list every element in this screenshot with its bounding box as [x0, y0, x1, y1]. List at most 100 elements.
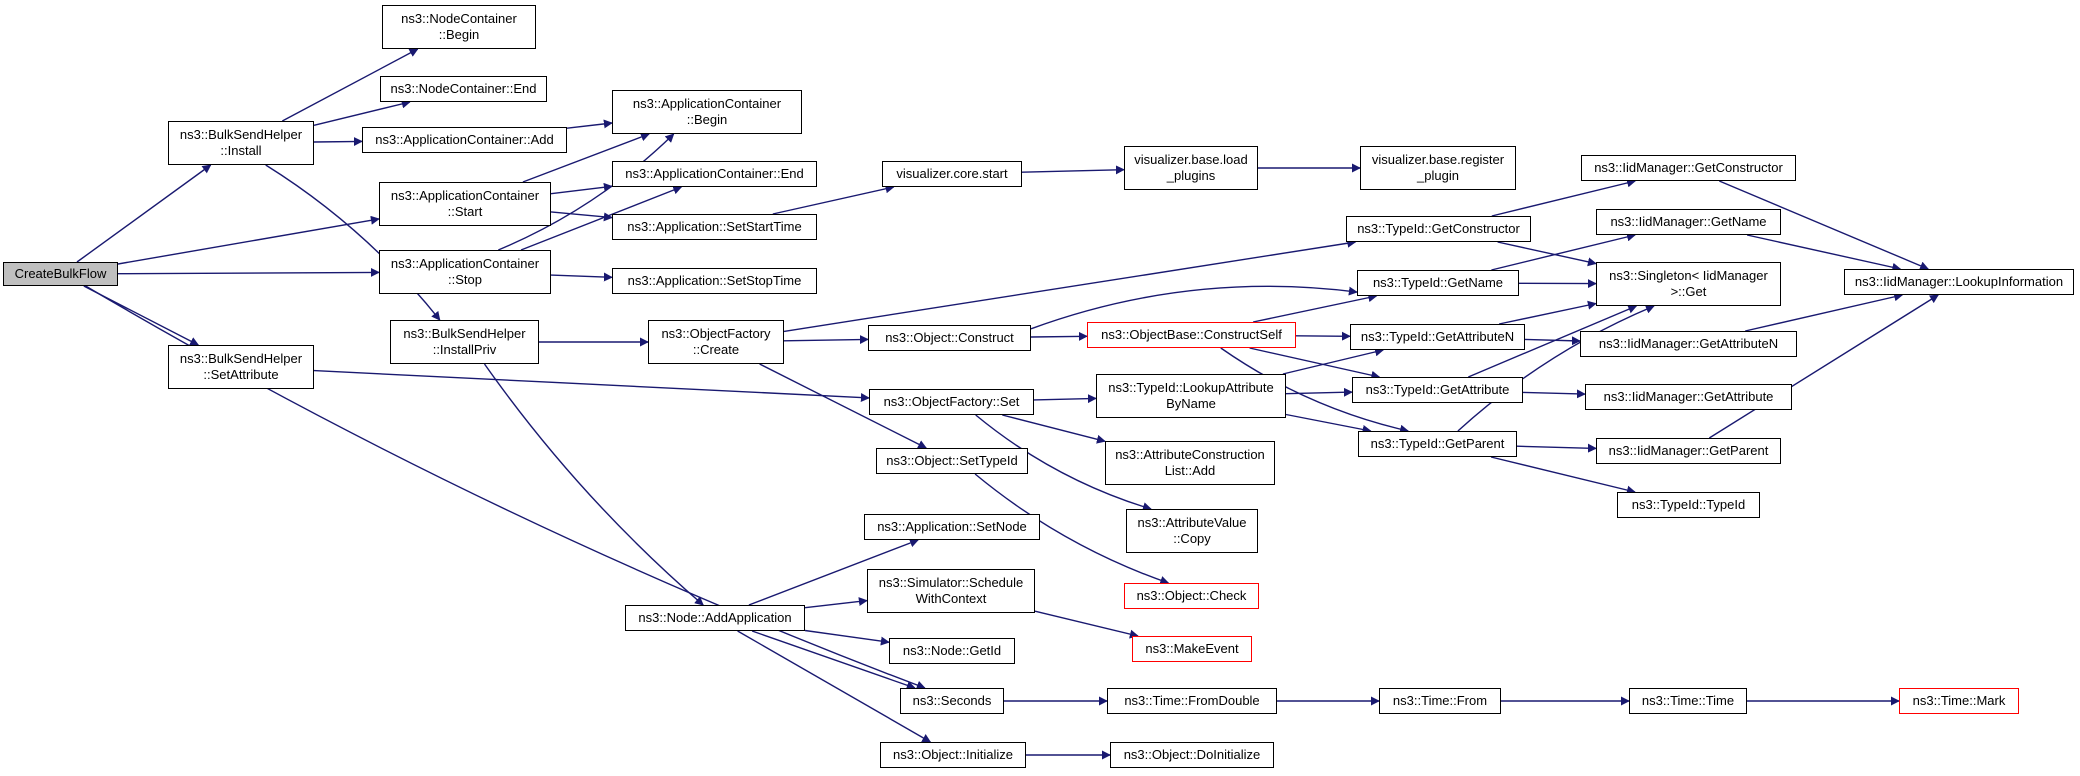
node-makeevent[interactable]: ns3::MakeEvent	[1132, 636, 1252, 662]
node-bulksendhelper-setattribute[interactable]: ns3::BulkSendHelper ::SetAttribute	[168, 345, 314, 389]
edge-createbulkflow-to-bsh_install	[76, 164, 212, 263]
node-iidmanager-getattribute[interactable]: ns3::IidManager::GetAttribute	[1585, 384, 1792, 410]
edge-of_set-to-tid_lookupattr	[1033, 394, 1097, 404]
edge-tid_getparent-to-singleton_get	[1457, 304, 1655, 432]
edge-tid_getconstructor-to-iid_getconstructor	[1491, 178, 1637, 217]
edge-bsh_install-to-ac_add	[313, 137, 363, 147]
edge-sim_schedule-to-make_event	[1034, 610, 1139, 639]
edge-node_addapp-to-node_getid	[804, 629, 890, 646]
node-time-fromdouble[interactable]: ns3::Time::FromDouble	[1107, 688, 1277, 714]
node-typeid-getattributen[interactable]: ns3::TypeId::GetAttributeN	[1350, 324, 1525, 350]
edge-ob_constructself-to-tid_getattribute	[1249, 347, 1381, 380]
node-visualizer-base-register-plugin[interactable]: visualizer.base.register _plugin	[1360, 146, 1516, 190]
node-object-doinitialize[interactable]: ns3::Object::DoInitialize	[1110, 742, 1274, 768]
node-iidmanager-getname[interactable]: ns3::IidManager::GetName	[1596, 209, 1781, 235]
edge-node_addapp-to-sim_schedule	[804, 597, 868, 609]
edge-node_addapp-to-app_setnode	[748, 538, 919, 606]
node-seconds[interactable]: ns3::Seconds	[900, 688, 1004, 714]
node-nodecontainer-end[interactable]: ns3::NodeContainer::End	[380, 76, 547, 102]
node-objectfactory-set[interactable]: ns3::ObjectFactory::Set	[869, 389, 1034, 415]
node-visualizer-core-start[interactable]: visualizer.core.start	[882, 161, 1022, 187]
edge-ob_constructself-to-tid_getparent	[1220, 347, 1410, 434]
node-attributeconstructionlist-add[interactable]: ns3::AttributeConstruction List::Add	[1105, 441, 1275, 485]
node-applicationcontainer-stop[interactable]: ns3::ApplicationContainer ::Stop	[379, 250, 551, 294]
node-object-construct[interactable]: ns3::Object::Construct	[868, 325, 1031, 351]
edge-of_create-to-tid_getconstructor	[783, 238, 1357, 333]
node-simulator-schedulewithcontext[interactable]: ns3::Simulator::Schedule WithContext	[867, 569, 1035, 613]
node-objectfactory-create[interactable]: ns3::ObjectFactory ::Create	[648, 320, 784, 364]
edge-obj_construct-to-tid_getname	[1030, 285, 1358, 330]
node-iidmanager-getattributen[interactable]: ns3::IidManager::GetAttributeN	[1580, 331, 1797, 357]
edge-ob_constructself-to-tid_getattributen	[1295, 331, 1351, 341]
node-time-from[interactable]: ns3::Time::From	[1379, 688, 1501, 714]
edge-tid_lookupattr-to-tid_getattribute	[1285, 387, 1353, 397]
edge-createbulkflow-to-ac_stop	[117, 267, 380, 277]
node-time-time[interactable]: ns3::Time::Time	[1629, 688, 1747, 714]
node-node-getid[interactable]: ns3::Node::GetId	[889, 638, 1015, 664]
edge-node_addapp-to-seconds	[751, 630, 916, 690]
node-createbulkflow[interactable]: CreateBulkFlow	[3, 262, 118, 286]
node-typeid-getconstructor[interactable]: ns3::TypeId::GetConstructor	[1346, 216, 1531, 242]
node-applicationcontainer-start[interactable]: ns3::ApplicationContainer ::Start	[379, 182, 551, 226]
node-applicationcontainer-add[interactable]: ns3::ApplicationContainer::Add	[362, 127, 567, 153]
node-singleton-iidmanager-get[interactable]: ns3::Singleton< IidManager >::Get	[1596, 262, 1781, 306]
edge-ac_stop-to-app_setstoptime	[550, 272, 613, 282]
node-typeid-getattribute[interactable]: ns3::TypeId::GetAttribute	[1352, 377, 1523, 403]
node-iidmanager-lookupinformation[interactable]: ns3::IidManager::LookupInformation	[1844, 269, 2074, 295]
node-objectbase-constructself[interactable]: ns3::ObjectBase::ConstructSelf	[1087, 322, 1296, 348]
edge-tid_getattribute-to-iid_getattribute	[1522, 389, 1586, 399]
edge-createbulkflow-to-ac_start	[117, 215, 380, 265]
node-nodecontainer-begin[interactable]: ns3::NodeContainer ::Begin	[382, 5, 536, 49]
edge-ac_stop-to-ac_begin	[498, 133, 675, 251]
edge-ac_start-to-ac_end	[550, 182, 613, 195]
node-bulksendhelper-install[interactable]: ns3::BulkSendHelper ::Install	[168, 121, 314, 165]
edge-of_create-to-obj_settypeid	[759, 363, 928, 449]
node-iidmanager-getconstructor[interactable]: ns3::IidManager::GetConstructor	[1581, 155, 1796, 181]
node-time-mark[interactable]: ns3::Time::Mark	[1899, 688, 2019, 714]
edge-tid_lookupattr-to-tid_getattributen	[1282, 347, 1385, 375]
edge-ac_start-to-ac_begin	[522, 132, 650, 183]
edge-ob_constructself-to-tid_getname	[1252, 293, 1378, 323]
node-object-settypeid[interactable]: ns3::Object::SetTypeId	[876, 448, 1028, 474]
node-applicationcontainer-begin[interactable]: ns3::ApplicationContainer ::Begin	[612, 90, 802, 134]
edge-tid_getattributen-to-singleton_get	[1498, 300, 1597, 325]
edge-of_set-to-av_copy	[975, 414, 1152, 511]
edge-ac_stop-to-ac_end	[520, 185, 683, 251]
node-typeid-lookupattributebyname[interactable]: ns3::TypeId::LookupAttribute ByName	[1096, 374, 1286, 418]
edge-iid_getattributen-to-iid_lookupinfo	[1745, 292, 1904, 332]
edge-tid_lookupattr-to-tid_getparent	[1285, 413, 1372, 434]
edge-ac_add-to-ac_begin	[566, 119, 613, 129]
edge-node_addapp-to-obj_initialize	[737, 630, 932, 743]
edge-tid_getparent-to-tid_typeid	[1490, 456, 1636, 495]
node-object-check[interactable]: ns3::Object::Check	[1124, 583, 1259, 609]
edge-ac_start-to-app_setstarttime	[550, 211, 613, 222]
edge-app_setstarttime-to-vis_core_start	[772, 184, 895, 215]
edge-iid_getconstructor-to-iid_lookupinfo	[1719, 180, 1930, 271]
node-application-setstarttime[interactable]: ns3::Application::SetStartTime	[612, 214, 817, 240]
edge-iid_getparent-to-iid_lookupinfo	[1708, 294, 1939, 439]
node-visualizer-base-load-plugins[interactable]: visualizer.base.load _plugins	[1124, 146, 1258, 190]
node-application-setstoptime[interactable]: ns3::Application::SetStopTime	[612, 268, 817, 294]
edge-bsh_setattribute-to-of_set	[313, 369, 870, 402]
edge-tid_getattribute-to-singleton_get	[1468, 305, 1638, 378]
edge-of_create-to-obj_construct	[783, 335, 869, 345]
edge-vis_core_start-to-vis_load_plugins	[1021, 165, 1125, 175]
node-object-initialize[interactable]: ns3::Object::Initialize	[880, 742, 1026, 768]
node-iidmanager-getparent[interactable]: ns3::IidManager::GetParent	[1596, 438, 1781, 464]
edge-of_set-to-acl_add	[1002, 414, 1106, 444]
edge-tid_getattributen-to-iid_getattributen	[1524, 336, 1581, 346]
node-node-addapplication[interactable]: ns3::Node::AddApplication	[625, 605, 805, 631]
edge-bsh_install-to-bsh_installpriv	[265, 164, 441, 321]
node-applicationcontainer-end[interactable]: ns3::ApplicationContainer::End	[612, 161, 817, 187]
node-application-setnode[interactable]: ns3::Application::SetNode	[864, 514, 1040, 540]
node-typeid-typeid[interactable]: ns3::TypeId::TypeId	[1617, 492, 1760, 518]
node-typeid-getparent[interactable]: ns3::TypeId::GetParent	[1358, 431, 1517, 457]
node-bulksendhelper-installpriv[interactable]: ns3::BulkSendHelper ::InstallPriv	[390, 320, 539, 364]
node-typeid-getname[interactable]: ns3::TypeId::GetName	[1357, 270, 1519, 296]
node-attributevalue-copy[interactable]: ns3::AttributeValue ::Copy	[1126, 509, 1258, 553]
edge-iid_getname-to-iid_lookupinfo	[1746, 234, 1902, 272]
edge-bsh_install-to-nc_begin	[281, 48, 419, 122]
edge-tid_getconstructor-to-singleton_get	[1497, 241, 1597, 267]
